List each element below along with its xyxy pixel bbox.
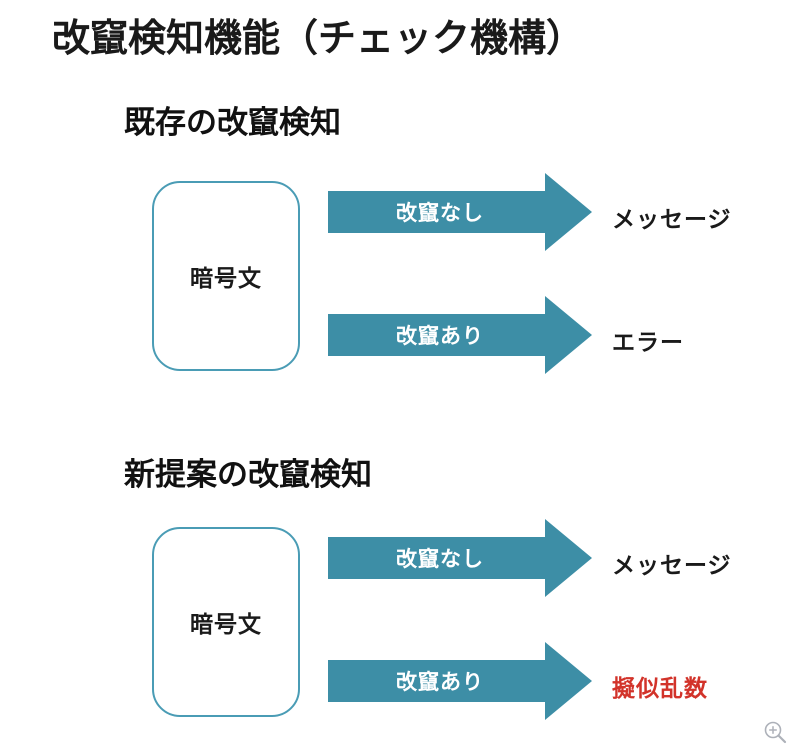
cipher-text-label: 暗号文 (190, 266, 262, 292)
flow-outcome-existing-no-tamper: メッセージ (612, 207, 732, 233)
arrow-right-icon (328, 642, 592, 720)
zoom-in-icon[interactable] (760, 717, 790, 747)
arrow-right-icon (328, 519, 592, 597)
page-title: 改竄検知機能（チェック機構） (52, 16, 585, 60)
flow-outcome-proposed-no-tamper: メッセージ (612, 553, 732, 579)
cipher-text-label: 暗号文 (190, 612, 262, 638)
flow-outcome-proposed-tampered: 擬似乱数 (612, 676, 708, 702)
arrow-right-icon (328, 296, 592, 374)
section-heading-proposed: 新提案の改竄検知 (124, 457, 372, 493)
flow-arrow-proposed-no-tamper: 改竄なし (328, 516, 594, 600)
section-heading-existing: 既存の改竄検知 (124, 105, 341, 141)
cipher-text-box-existing: 暗号文 (152, 181, 300, 371)
cipher-text-box-proposed: 暗号文 (152, 527, 300, 717)
flow-outcome-existing-tampered: エラー (612, 330, 684, 356)
flow-arrow-existing-tampered: 改竄あり (328, 293, 594, 377)
arrow-right-icon (328, 173, 592, 251)
flow-arrow-existing-no-tamper: 改竄なし (328, 170, 594, 254)
flow-arrow-proposed-tampered: 改竄あり (328, 639, 594, 723)
